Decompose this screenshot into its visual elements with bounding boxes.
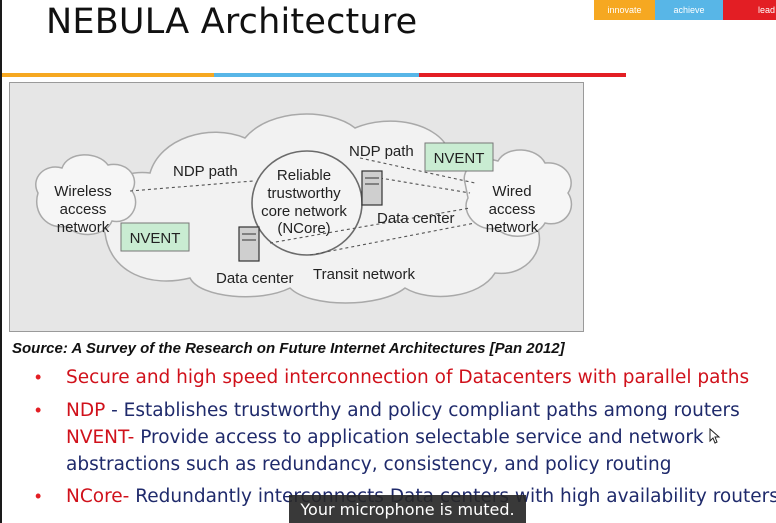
wired-cloud [463, 149, 573, 237]
data-center-right-label: Data center [377, 210, 455, 227]
microphone-muted-toast: Your microphone is muted. [289, 495, 526, 523]
bullet-marker: • [35, 486, 42, 506]
figure-caption: Source: A Survey of the Research on Futu… [12, 340, 565, 357]
window-left-border [0, 0, 2, 523]
brand-innovate-tag: innovate [594, 0, 655, 20]
bullet-datacenters: Secure and high speed interconnection of… [66, 367, 750, 388]
brand-achieve-tag: achieve [655, 0, 723, 20]
nvent-box-right [424, 142, 494, 172]
core-line-1: Reliable [277, 167, 331, 184]
nvent-term: NVENT- [66, 427, 135, 448]
core-line-4: (NCore) [277, 220, 330, 237]
wired-line-3: network [486, 219, 539, 236]
server-icon [238, 170, 383, 262]
ndp-description: - Establishes trustworthy and policy com… [105, 400, 740, 421]
bullet-nvent: NVENT- Provide access to application sel… [66, 427, 704, 448]
ndp-path-right-label: NDP path [349, 143, 414, 160]
bullet-marker: • [35, 400, 42, 420]
ndp-term: NDP [66, 400, 106, 421]
ndp-paths [129, 157, 476, 256]
data-center-bottom-label: Data center [216, 270, 294, 287]
wireless-line-1: Wireless [54, 183, 112, 200]
bullet-ndp: NDP - Establishes trustworthy and policy… [66, 400, 740, 421]
nvent-left-label: NVENT [130, 230, 181, 247]
wireless-line-3: network [57, 219, 110, 236]
divider-red [419, 73, 626, 77]
architecture-diagram: Wireless access network Wired access net… [9, 82, 584, 332]
core-line-2: trustworthy [267, 185, 341, 202]
wired-line-1: Wired [492, 183, 531, 200]
brand-lead-tag: lead [723, 0, 776, 20]
ncore-term: NCore- [66, 486, 130, 507]
wired-line-2: access [489, 201, 536, 218]
divider-orange [2, 73, 214, 77]
core-line-3: core network [261, 203, 347, 220]
transit-network-label: Transit network [313, 266, 415, 283]
mouse-cursor-icon [709, 428, 721, 444]
slide-title: NEBULA Architecture [46, 2, 418, 42]
nvent-description: Provide access to application selectable… [134, 427, 704, 448]
nvent-box-left [120, 222, 190, 252]
divider-blue [214, 73, 419, 77]
nvent-right-label: NVENT [434, 150, 485, 167]
wireless-line-2: access [60, 201, 107, 218]
bullet-marker: • [35, 367, 42, 387]
nvent-description-continued: abstractions such as redundancy, consist… [66, 454, 672, 475]
ndp-path-left-label: NDP path [173, 163, 238, 180]
